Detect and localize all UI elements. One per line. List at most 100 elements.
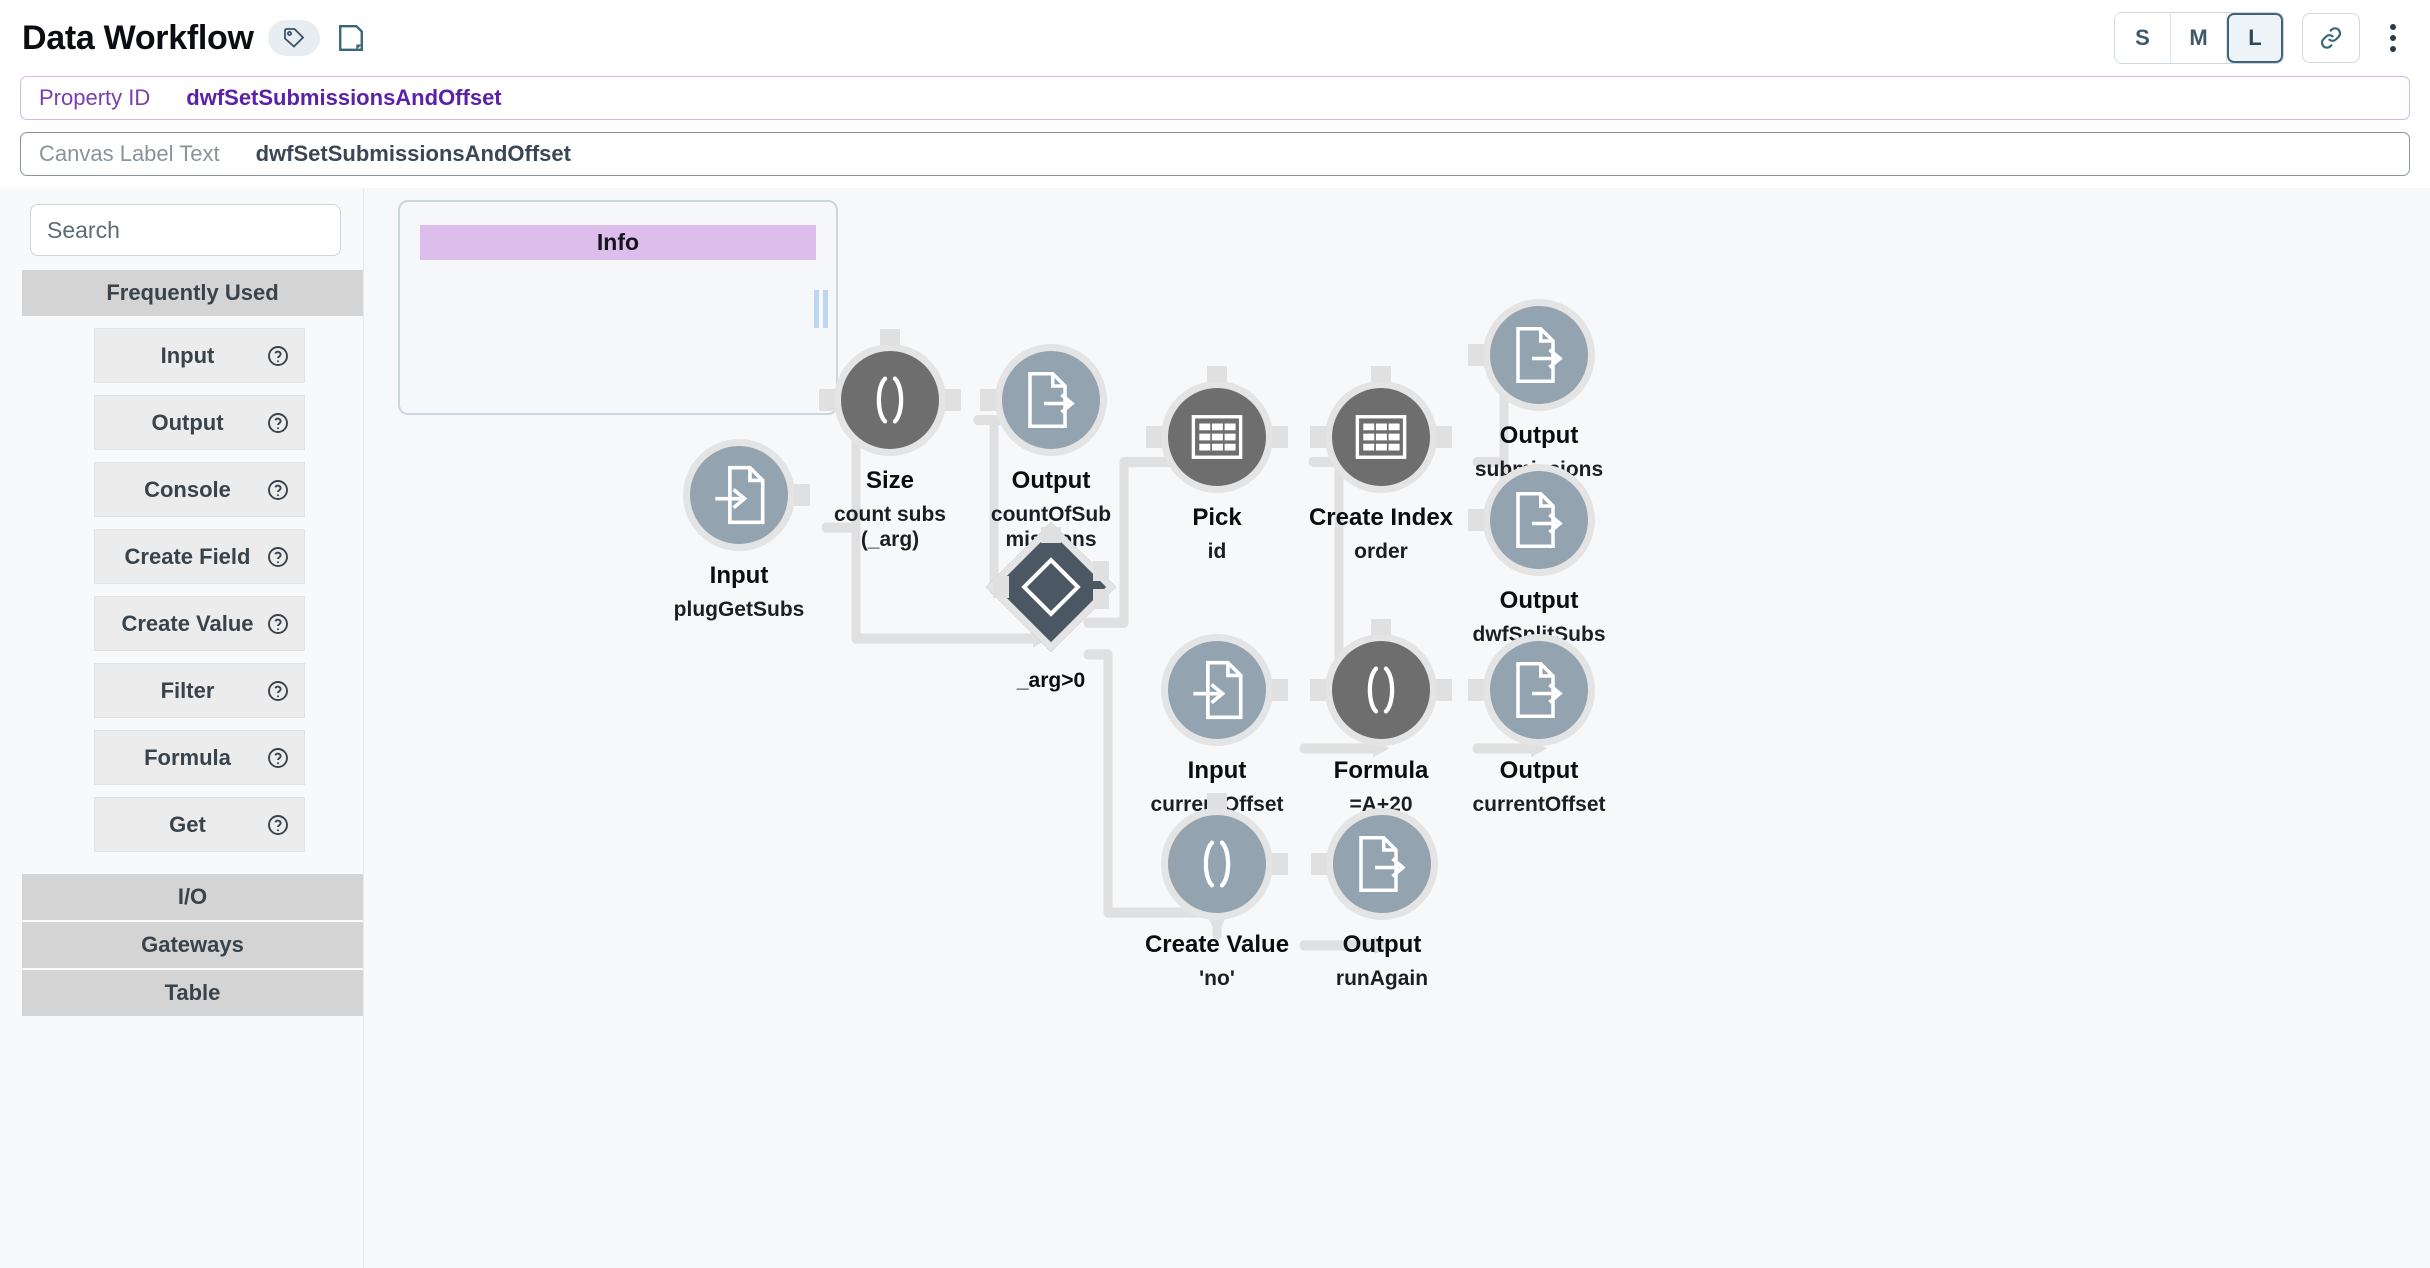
info-note[interactable]: Info [398, 200, 838, 415]
palette-item-console[interactable]: Console [94, 462, 305, 517]
note-icon [338, 24, 363, 52]
palette-item-output[interactable]: Output [94, 395, 305, 450]
node-output-dwfsplitsubs[interactable]: Output dwfSplitSubs [1454, 464, 1624, 648]
port-left[interactable] [1310, 426, 1326, 448]
node-shape[interactable] [683, 439, 810, 551]
gateway-port-left[interactable] [993, 576, 1009, 598]
size-option-l[interactable]: L [2227, 13, 2283, 63]
help-icon[interactable] [266, 344, 290, 368]
port-top[interactable] [1371, 619, 1391, 635]
port-left[interactable] [1310, 679, 1326, 701]
gateway-wrapper [985, 521, 1117, 653]
node-shape[interactable] [1468, 464, 1595, 576]
search-input[interactable] [30, 204, 341, 256]
palette-item-formula[interactable]: Formula [94, 730, 305, 785]
node-input-currentoffset[interactable]: Input currentOffset [1132, 634, 1302, 818]
node-output-submissions[interactable]: Output submissions [1454, 299, 1624, 483]
port-right[interactable] [945, 389, 961, 411]
node-gateway-arg-gt-0[interactable]: _arg>0 [966, 521, 1136, 693]
size-option-m[interactable]: M [2171, 13, 2227, 63]
gateway-port-right-false[interactable] [1093, 589, 1109, 609]
app-header: Data Workflow S M L [0, 0, 2430, 76]
port-left[interactable] [1468, 679, 1484, 701]
node-shape[interactable] [1146, 366, 1288, 493]
size-segmented-control[interactable]: S M L [2114, 12, 2284, 64]
palette-item-label: Output [151, 409, 224, 435]
node-shape[interactable] [1311, 808, 1438, 920]
port-right[interactable] [794, 484, 810, 506]
canvas-label-text-row[interactable]: Canvas Label Text dwfSetSubmissionsAndOf… [20, 132, 2410, 176]
node-output-countofsubmissions[interactable]: Output countOfSubmissions [966, 344, 1136, 553]
help-icon[interactable] [266, 545, 290, 569]
port-left[interactable] [1468, 509, 1484, 531]
port-right[interactable] [1272, 853, 1288, 875]
info-note-resize-handle[interactable] [814, 290, 828, 328]
port-left[interactable] [1468, 344, 1484, 366]
size-option-s[interactable]: S [2115, 13, 2171, 63]
section-header-io[interactable]: I/O [22, 874, 363, 920]
node-pick-id[interactable]: Pick id [1132, 366, 1302, 565]
node-create-value-no[interactable]: Create Value 'no' [1132, 793, 1302, 992]
node-formula-a-plus-20[interactable]: Formula =A+20 [1296, 619, 1466, 818]
gateway-port-top[interactable] [1041, 527, 1061, 543]
info-note-title: Info [420, 225, 816, 260]
section-body-frequently-used: Input Output Console Create Field [22, 318, 363, 874]
help-icon[interactable] [266, 746, 290, 770]
more-menu-button[interactable] [2378, 13, 2408, 63]
port-right[interactable] [1272, 679, 1288, 701]
node-subtitle: currentOffset [1472, 793, 1606, 817]
palette-item-input[interactable]: Input [94, 328, 305, 383]
palette-item-get[interactable]: Get [94, 797, 305, 852]
node-subtitle: plugGetSubs [673, 598, 805, 622]
port-top[interactable] [1207, 793, 1227, 809]
palette-item-filter[interactable]: Filter [94, 663, 305, 718]
tag-icon-button[interactable] [267, 20, 320, 56]
node-title: Create Index [1308, 504, 1454, 531]
section-header-frequently-used[interactable]: Frequently Used [22, 270, 363, 316]
node-title: Create Value [1144, 931, 1290, 958]
port-top[interactable] [880, 329, 900, 345]
node-shape[interactable] [1310, 619, 1452, 746]
node-output-runagain[interactable]: Output runAgain [1297, 808, 1467, 992]
main-body: Frequently Used Input Output Console [0, 188, 2430, 1268]
section-header-table[interactable]: Table [22, 970, 363, 1016]
palette-item-label: Formula [144, 744, 231, 770]
link-button[interactable] [2302, 13, 2360, 63]
property-id-row[interactable]: Property ID dwfSetSubmissionsAndOffset [20, 76, 2410, 120]
node-shape[interactable] [1310, 366, 1452, 493]
workflow-canvas[interactable]: Info Input plugGetSubs [364, 188, 2430, 1268]
port-right[interactable] [1436, 679, 1452, 701]
help-icon[interactable] [266, 612, 290, 636]
node-shape[interactable] [819, 329, 961, 456]
document-out-icon [1028, 372, 1075, 428]
help-icon[interactable] [266, 813, 290, 837]
node-shape[interactable] [1468, 634, 1595, 746]
note-icon-button[interactable] [334, 21, 368, 55]
node-shape[interactable] [1161, 793, 1288, 920]
node-title: Formula [1333, 757, 1429, 784]
node-create-index-order[interactable]: Create Index order [1296, 366, 1466, 565]
document-in-icon [715, 465, 765, 525]
node-input-pluggetsubs[interactable]: Input plugGetSubs [654, 439, 824, 623]
port-top[interactable] [1371, 366, 1391, 382]
gateway-port-right-true[interactable] [1093, 561, 1109, 581]
node-shape[interactable] [1161, 634, 1288, 746]
port-top[interactable] [1207, 366, 1227, 382]
palette-item-create-field[interactable]: Create Field [94, 529, 305, 584]
port-left[interactable] [819, 389, 835, 411]
port-left[interactable] [980, 389, 996, 411]
node-size-countsubs[interactable]: Size count subs (_arg) [805, 329, 975, 553]
help-icon[interactable] [266, 679, 290, 703]
port-right[interactable] [1436, 426, 1452, 448]
help-icon[interactable] [266, 478, 290, 502]
port-right[interactable] [1272, 426, 1288, 448]
node-output-currentoffset[interactable]: Output currentOffset [1454, 634, 1624, 818]
port-left[interactable] [1146, 426, 1162, 448]
port-left[interactable] [1311, 853, 1327, 875]
help-icon[interactable] [266, 411, 290, 435]
node-shape[interactable] [980, 344, 1107, 456]
palette-item-create-value[interactable]: Create Value [94, 596, 305, 651]
node-title: Size [865, 467, 915, 494]
node-shape[interactable] [1468, 299, 1595, 411]
section-header-gateways[interactable]: Gateways [22, 922, 363, 968]
